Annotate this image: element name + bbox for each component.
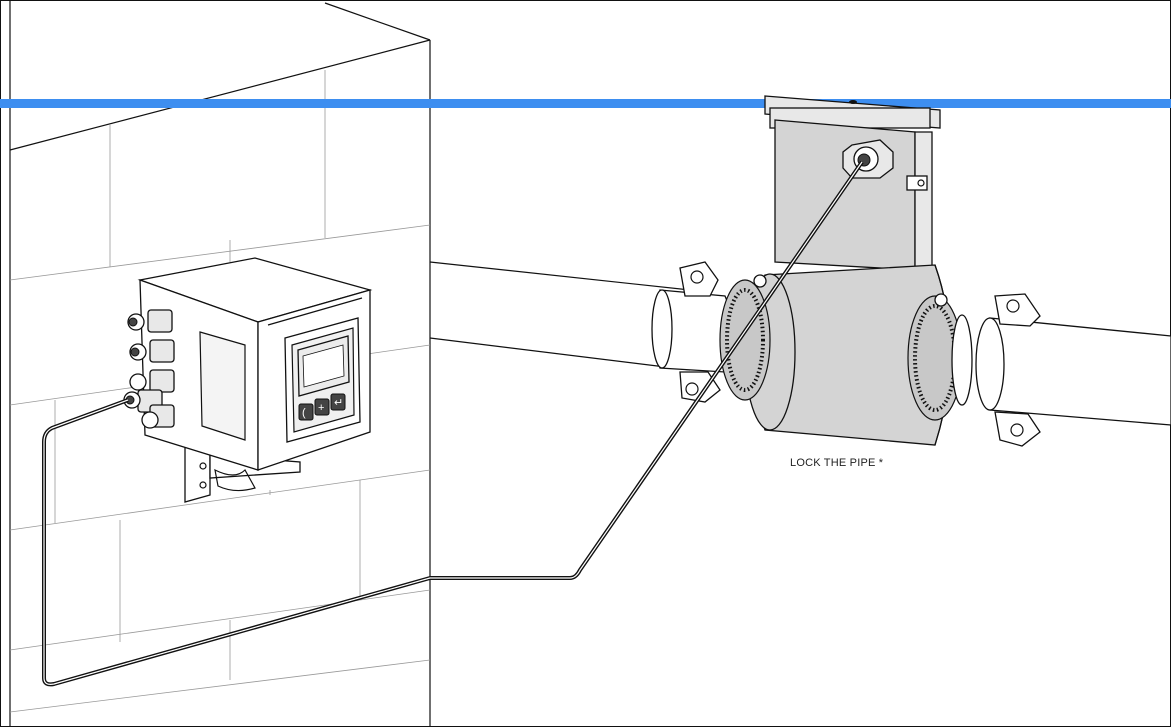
sensor-cable-gland bbox=[842, 139, 894, 179]
lcd-display bbox=[297, 335, 350, 397]
pipe bbox=[429, 261, 1171, 426]
svg-text:+: + bbox=[318, 402, 324, 414]
svg-text:(: ( bbox=[302, 407, 306, 419]
cable-glands bbox=[123, 309, 175, 429]
flow-sensor bbox=[679, 95, 1041, 447]
left-key-icon bbox=[298, 403, 314, 421]
reference-line bbox=[0, 99, 1171, 108]
keypad: ( + ↵ bbox=[298, 393, 346, 421]
enter-key-icon bbox=[330, 393, 346, 411]
lock-the-pipe-caption: LOCK THE PIPE * bbox=[790, 457, 884, 469]
svg-text:↵: ↵ bbox=[334, 397, 343, 409]
plus-key-icon bbox=[314, 398, 330, 416]
transmitter-housing: ( + ↵ bbox=[123, 257, 373, 503]
